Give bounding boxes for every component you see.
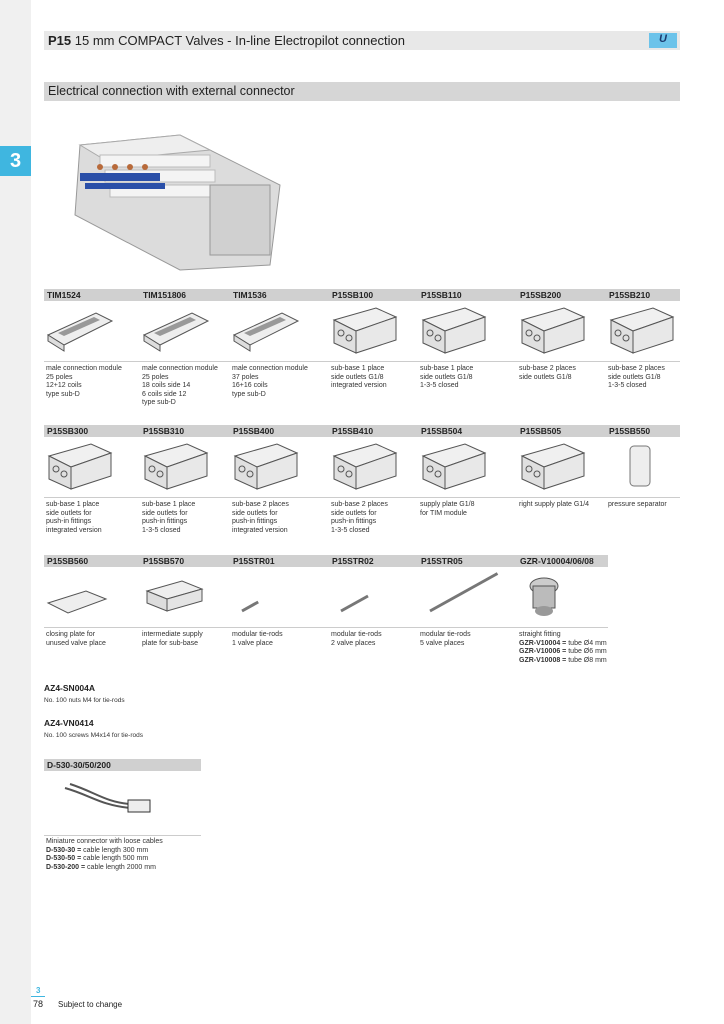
product-image bbox=[340, 594, 369, 613]
product-image bbox=[46, 590, 108, 614]
accessory-desc: No. 100 nuts M4 for tie-rods bbox=[44, 697, 125, 704]
product-code: P15SB570 bbox=[143, 556, 185, 566]
divider bbox=[44, 497, 680, 498]
product-image bbox=[142, 312, 210, 352]
product-code: P15SB200 bbox=[520, 290, 562, 300]
product-image bbox=[241, 600, 259, 613]
product-code: P15SB400 bbox=[233, 426, 275, 436]
product-code: P15SB310 bbox=[143, 426, 185, 436]
chapter-tab: 3 bbox=[0, 146, 31, 176]
divider bbox=[44, 835, 201, 836]
product-code: P15SB560 bbox=[47, 556, 89, 566]
product-code: P15STR02 bbox=[332, 556, 374, 566]
connector-header bbox=[44, 759, 201, 771]
product-code: P15STR05 bbox=[421, 556, 463, 566]
product-image bbox=[332, 443, 398, 490]
product-image bbox=[46, 312, 114, 352]
univer-logo: U bbox=[649, 33, 677, 48]
product-image bbox=[232, 312, 300, 352]
accessory-desc: No. 100 screws M4x14 for tie-rods bbox=[44, 732, 143, 739]
product-code: P15SB505 bbox=[520, 426, 562, 436]
product-image bbox=[609, 307, 675, 354]
product-image bbox=[429, 572, 499, 613]
page-number: 78 bbox=[33, 999, 44, 1009]
product-code: P15STR01 bbox=[233, 556, 275, 566]
product-image bbox=[421, 307, 487, 354]
product-code: TIM1536 bbox=[233, 290, 267, 300]
product-description: pressure separator bbox=[608, 501, 667, 508]
divider bbox=[44, 361, 680, 362]
connector-image bbox=[64, 783, 151, 813]
product-image bbox=[529, 577, 559, 616]
product-code: TIM151806 bbox=[143, 290, 186, 300]
page-header: P15 15 mm COMPACT Valves - In-line Elect… bbox=[44, 31, 680, 50]
connector-desc: Miniature connector with loose cables D-… bbox=[46, 838, 163, 871]
product-code: P15SB110 bbox=[421, 290, 462, 300]
footer-note: Subject to change bbox=[58, 1000, 123, 1009]
product-image bbox=[233, 443, 299, 490]
product-code: P15SB410 bbox=[332, 426, 374, 436]
product-image bbox=[629, 445, 651, 487]
product-code: P15SB504 bbox=[421, 426, 463, 436]
divider bbox=[44, 627, 608, 628]
product-image bbox=[520, 443, 586, 490]
product-image bbox=[520, 307, 586, 354]
product-row-header bbox=[44, 425, 680, 437]
product-code: TIM1524 bbox=[47, 290, 81, 300]
product-row-header bbox=[44, 289, 680, 301]
header-code: P15 bbox=[48, 33, 72, 48]
product-code: GZR-V10004/06/08 bbox=[520, 556, 594, 566]
accessory-code: AZ4-SN004A bbox=[44, 683, 96, 693]
product-image bbox=[145, 580, 204, 612]
product-image bbox=[47, 443, 113, 490]
section-title: Electrical connection with external conn… bbox=[44, 82, 680, 101]
product-code: P15SB210 bbox=[609, 290, 651, 300]
product-code: P15SB550 bbox=[609, 426, 651, 436]
product-code: P15SB100 bbox=[332, 290, 374, 300]
product-image bbox=[421, 443, 487, 490]
connector-code: D-530-30/50/200 bbox=[47, 760, 111, 770]
product-code: P15SB300 bbox=[47, 426, 89, 436]
valve-manifold-image bbox=[74, 134, 281, 271]
accessory-code: AZ4-VN0414 bbox=[44, 718, 94, 728]
footer-chapter: 3 bbox=[36, 986, 41, 995]
product-row-header bbox=[44, 555, 608, 567]
divider bbox=[31, 996, 45, 997]
product-image bbox=[332, 307, 398, 354]
product-image bbox=[143, 443, 209, 490]
product-description: right supply plate G1/4 bbox=[519, 501, 590, 508]
header-title: 15 mm COMPACT Valves - In-line Electropi… bbox=[74, 33, 405, 48]
